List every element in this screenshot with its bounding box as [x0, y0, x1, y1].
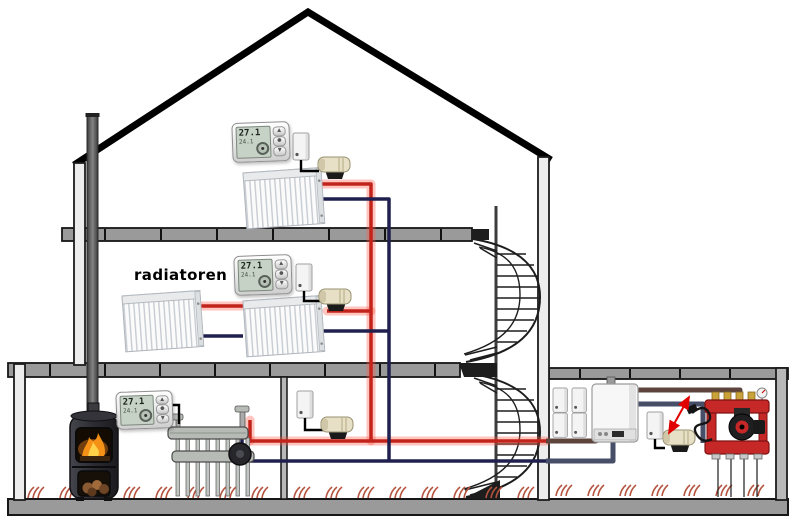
- annex-ceiling: [548, 367, 789, 380]
- down-arrow-icon: ▼: [156, 413, 170, 424]
- thermostat-dial: [138, 408, 153, 423]
- left-annex-wall: [13, 363, 26, 501]
- right-main-wall: [537, 156, 550, 501]
- thermostat-buttons: ▲ ● ▼: [274, 258, 289, 290]
- up-arrow-icon: ▲: [272, 126, 286, 137]
- thermostat-lcd: 27.1 24.1: [119, 394, 155, 426]
- attic-floor: [61, 227, 473, 242]
- up-arrow-icon: ▲: [274, 259, 288, 270]
- thermostat-buttons: ▲ ● ▼: [155, 394, 170, 424]
- radiator-middle-right: [242, 295, 326, 358]
- up-arrow-icon: ▲: [155, 395, 169, 405]
- roof: [72, 7, 553, 168]
- red-pump-manifold: [704, 387, 770, 497]
- radiator-middle-left: [121, 290, 205, 353]
- wireless-receiver-top: [292, 132, 310, 161]
- boiler: [591, 376, 639, 443]
- annex-return-pipe: [546, 401, 706, 464]
- ok-button-icon: ●: [155, 404, 170, 415]
- floor-heating-symbols: [27, 484, 765, 499]
- thermostat-dial: [256, 141, 270, 156]
- valve-actuator-annex: [662, 429, 696, 453]
- middle-floor: [7, 362, 461, 378]
- valve-actuator-top: [317, 156, 351, 180]
- valve-actuator-ground: [320, 416, 354, 440]
- receiver-bank: [552, 387, 587, 438]
- down-arrow-icon: ▼: [273, 146, 287, 157]
- right-annex-wall: [775, 367, 788, 501]
- chimney: [85, 113, 100, 412]
- radiator-top-floor: [242, 167, 326, 230]
- wood-stove: [69, 402, 119, 501]
- thermostat-middle-floor: 27.1 24.1 ▲ ● ▼: [233, 254, 293, 296]
- wireless-receiver-annex: [646, 411, 664, 440]
- wireless-receiver-ground: [296, 390, 314, 419]
- double-arrow: [668, 395, 690, 435]
- floor-heating-manifold: [167, 405, 255, 497]
- thermostat-dial: [258, 274, 272, 289]
- thermostat-ground-floor: 27.1 24.1 ▲ ● ▼: [115, 390, 174, 430]
- thermostat-top-floor: 27.1 24.1 ▲ ● ▼: [231, 121, 291, 163]
- ok-button-icon: ●: [274, 269, 289, 280]
- left-main-wall: [73, 162, 86, 366]
- thermostat-lcd: 27.1 24.1: [235, 125, 272, 159]
- ok-button-icon: ●: [272, 136, 287, 147]
- down-arrow-icon: ▼: [275, 279, 289, 290]
- connection-cables: [172, 160, 665, 450]
- ground-slab: [7, 498, 789, 516]
- spiral-staircase: [459, 206, 541, 499]
- radiators-label: radiatoren: [134, 266, 228, 284]
- wireless-receiver-middle: [295, 263, 313, 292]
- thermostat-buttons: ▲ ● ▼: [272, 125, 287, 157]
- thermostat-lcd: 27.1 24.1: [237, 258, 274, 292]
- interior-wall: [280, 376, 288, 500]
